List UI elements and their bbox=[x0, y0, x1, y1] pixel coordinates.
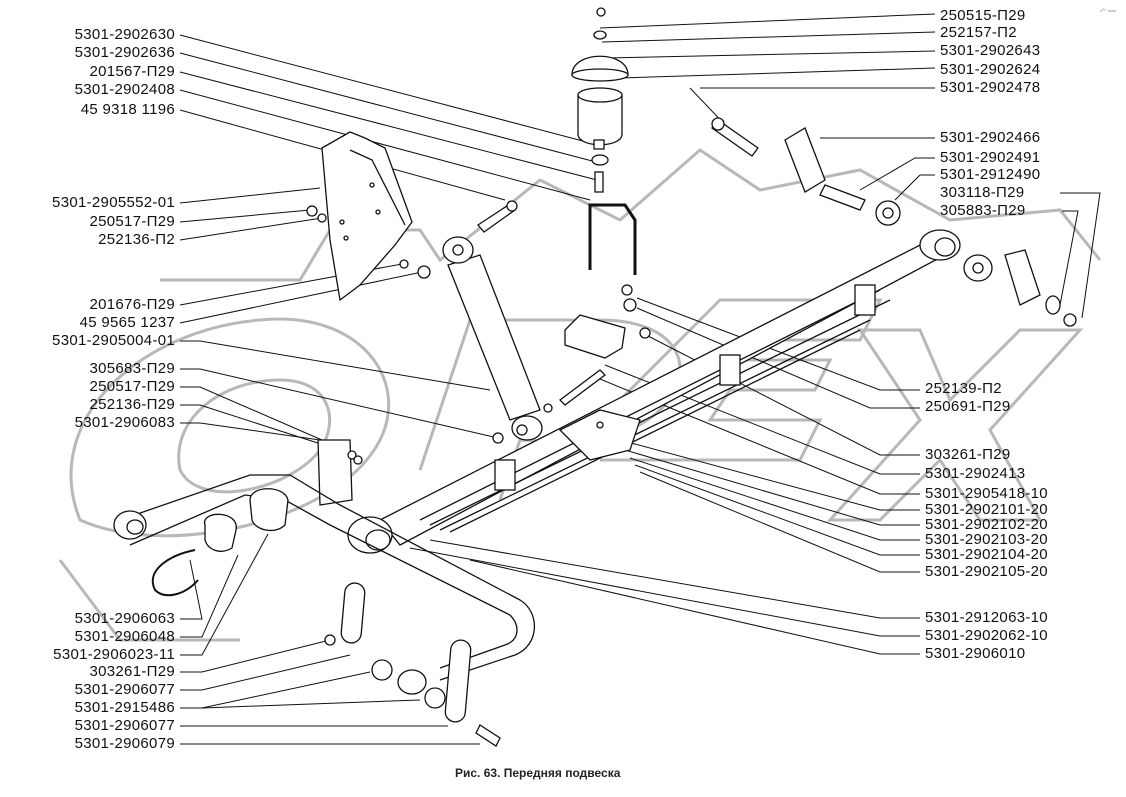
shock-absorber bbox=[442, 236, 543, 441]
callout-label-left: 5301-2906048 bbox=[74, 628, 175, 645]
bushing-full bbox=[249, 488, 289, 532]
callout-label-left: 250517-П29 bbox=[89, 378, 175, 395]
cushion-2 bbox=[424, 687, 446, 709]
callout-label-left: 45 9318 1196 bbox=[80, 101, 175, 118]
callout-label-left: 5301-2906063 bbox=[74, 610, 175, 627]
callout-label-right: 5301-2902105-20 bbox=[925, 563, 1048, 580]
nut bbox=[306, 205, 318, 217]
callout-label-left: 303261-П29 bbox=[89, 663, 175, 680]
shackle-pin bbox=[819, 184, 866, 211]
stabilizer-bar bbox=[119, 474, 536, 681]
link-plate-2 bbox=[444, 639, 472, 723]
pin bbox=[559, 369, 606, 406]
clamp bbox=[151, 549, 199, 597]
bar-end-2 bbox=[397, 669, 427, 695]
u-bolt bbox=[588, 203, 637, 275]
callout-label-right: 5301-2912063-10 bbox=[925, 609, 1048, 626]
callout-label-left: 5301-2902408 bbox=[74, 81, 175, 98]
callout-label-left: 5301-2906079 bbox=[74, 735, 175, 752]
callout-label-right: 252157-П2 bbox=[940, 24, 1017, 41]
callout-label-left: 5301-2906077 bbox=[74, 717, 175, 734]
callout-label-left: 5301-2906023-11 bbox=[53, 646, 175, 663]
bolt-head bbox=[399, 259, 409, 269]
callout-label-right: 252139-П2 bbox=[925, 380, 1002, 397]
callout-label-right: 5301-2905418-10 bbox=[925, 485, 1048, 502]
bushing-half bbox=[204, 513, 237, 552]
callout-label-left: 5301-2905004-01 bbox=[52, 332, 175, 349]
callout-label-right: 5301-2902413 bbox=[925, 465, 1026, 482]
callout-label-left: 5301-2902636 bbox=[74, 44, 175, 61]
callout-label-right: 5301-2902643 bbox=[940, 42, 1041, 59]
callout-label-right: 5301-2902624 bbox=[940, 61, 1041, 78]
corner-mark-icon bbox=[1100, 8, 1116, 13]
figure-caption: Рис. 63. Передняя подвеска bbox=[455, 766, 621, 780]
callout-label-right: 303261-П29 bbox=[925, 446, 1011, 463]
stabilizer-bracket bbox=[317, 439, 353, 506]
callout-label-right: 5301-2902102-20 bbox=[925, 516, 1048, 533]
callout-label-left: 5301-2905552-01 bbox=[52, 194, 175, 211]
leader-lines-right bbox=[409, 13, 1101, 655]
callout-label-right: 5301-2902101-20 bbox=[925, 501, 1048, 518]
callout-label-left: 201567-П29 bbox=[89, 63, 175, 80]
shackle-plate-2 bbox=[1004, 249, 1041, 306]
callout-label-right: 250691-П29 bbox=[925, 398, 1011, 415]
callout-label-left: 252136-П29 bbox=[89, 396, 175, 413]
link-plate bbox=[340, 582, 366, 644]
callout-label-left: 250517-П29 bbox=[89, 213, 175, 230]
nut bbox=[317, 213, 327, 223]
bump-stop bbox=[571, 7, 629, 193]
link-bolt bbox=[475, 724, 501, 747]
leaf-spring bbox=[347, 229, 961, 554]
cushion bbox=[371, 659, 393, 681]
callout-label-left: 5301-2906077 bbox=[74, 681, 175, 698]
nut bbox=[417, 265, 431, 279]
callout-label-left: 305683-П29 bbox=[89, 360, 175, 377]
shackle-plate bbox=[784, 127, 826, 193]
nut bbox=[492, 432, 504, 444]
washer bbox=[543, 403, 553, 413]
callout-label-left: 45 9565 1237 bbox=[79, 314, 175, 331]
callout-label-right: 250515-П29 bbox=[940, 7, 1026, 24]
leader-lines-left bbox=[179, 34, 599, 745]
callout-label-right: 305883-П29 bbox=[940, 202, 1026, 219]
callout-label-right: 5301-2902491 bbox=[940, 149, 1041, 166]
callout-label-right: 5301-2902478 bbox=[940, 79, 1041, 96]
callout-label-right: 5301-2902062-10 bbox=[925, 627, 1048, 644]
callout-label-left: 201676-П29 bbox=[89, 296, 175, 313]
parts bbox=[113, 7, 1077, 747]
front-bracket bbox=[321, 131, 413, 302]
spring-pad bbox=[564, 314, 626, 359]
callout-label-left: 5301-2915486 bbox=[74, 699, 175, 716]
callout-label-right: 303118-П29 bbox=[940, 184, 1025, 201]
callout-label-left: 252136-П2 bbox=[98, 231, 175, 248]
callout-label-right: 5301-2902103-20 bbox=[925, 531, 1048, 548]
callout-label-left: 5301-2906083 bbox=[74, 414, 175, 431]
callout-label-right: 5301-2902104-20 bbox=[925, 546, 1048, 563]
callout-label-right: 5301-2906010 bbox=[925, 645, 1026, 662]
nut bbox=[324, 634, 336, 646]
callout-label-left: 5301-2902630 bbox=[74, 26, 175, 43]
callout-label-right: 5301-2912490 bbox=[940, 166, 1041, 183]
callout-label-right: 5301-2902466 bbox=[940, 129, 1041, 146]
